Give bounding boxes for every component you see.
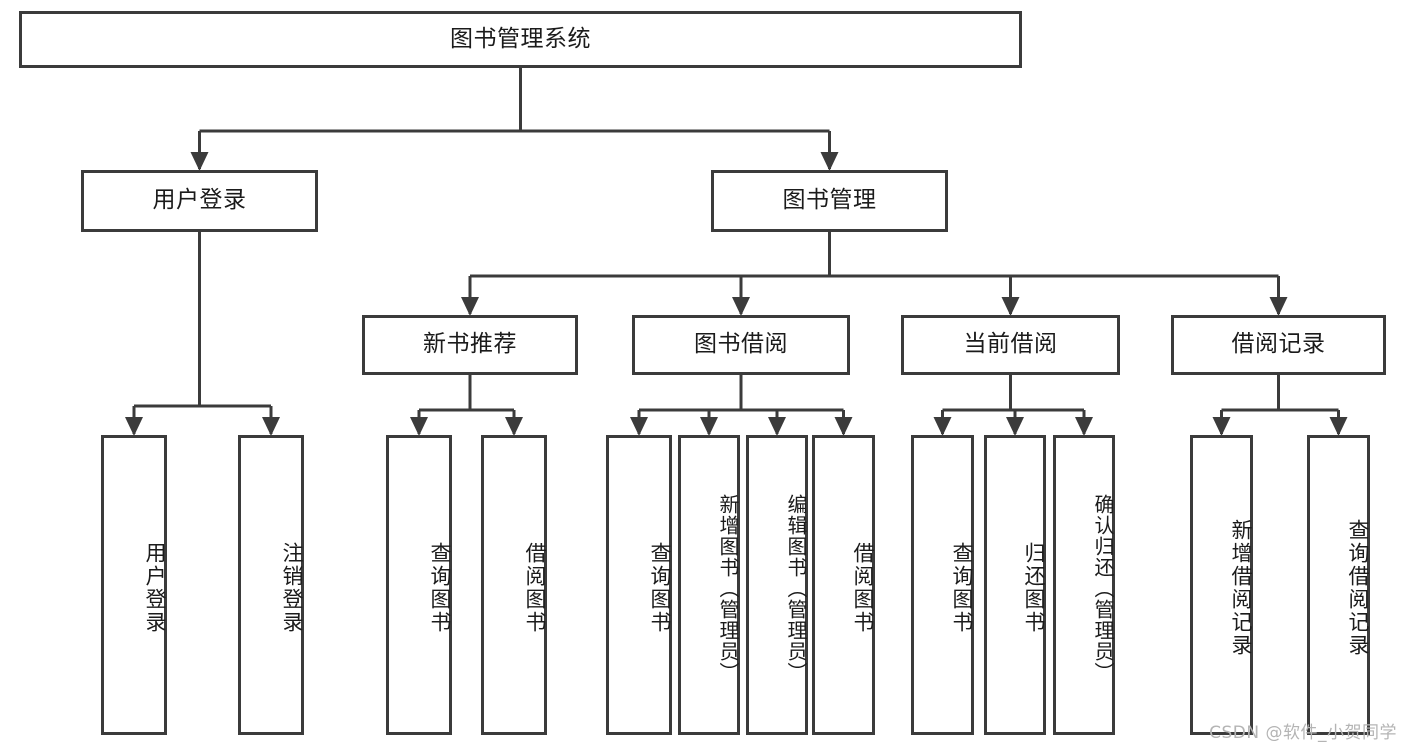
node-box-leaf-query-record[interactable]	[1307, 435, 1370, 735]
node-box-leaf-add-book[interactable]	[678, 435, 740, 735]
arrow-head-leaf-query-record	[1329, 417, 1348, 436]
node-box-leaf-return-book[interactable]	[984, 435, 1046, 735]
arrow-head-borrow-record	[1269, 297, 1288, 316]
watermark-text: CSDN @软件_小贺同学	[1209, 723, 1397, 743]
node-box-leaf-borrow-book-1[interactable]	[481, 435, 547, 735]
arrow-head-leaf-borrow-book-2	[834, 417, 853, 436]
node-box-leaf-add-record[interactable]	[1190, 435, 1253, 735]
arrow-head-leaf-edit-book	[768, 417, 786, 436]
arrow-head-leaf-add-book	[700, 417, 718, 436]
arrow-head-leaf-borrow-book-1	[505, 417, 523, 436]
arrow-head-leaf-query-book-2	[630, 417, 648, 436]
node-box-new-book-recommend[interactable]	[362, 315, 578, 375]
node-box-leaf-query-book-1[interactable]	[386, 435, 452, 735]
arrow-head-leaf-return-book	[1006, 417, 1024, 436]
arrow-head-user-login	[190, 152, 209, 171]
boxes-layer	[19, 11, 1386, 735]
node-box-leaf-confirm-return[interactable]	[1053, 435, 1115, 735]
node-box-leaf-query-book-3[interactable]	[911, 435, 974, 735]
node-box-borrow-record[interactable]	[1171, 315, 1386, 375]
node-box-user-login[interactable]	[81, 170, 318, 232]
node-box-leaf-user-login[interactable]	[101, 435, 167, 735]
node-box-root[interactable]	[19, 11, 1022, 68]
arrow-head-book-manage	[820, 152, 839, 171]
arrow-head-leaf-add-record	[1212, 417, 1231, 436]
arrow-head-current-borrow	[1001, 297, 1020, 316]
node-box-book-borrow[interactable]	[632, 315, 850, 375]
node-box-leaf-logout[interactable]	[238, 435, 304, 735]
node-box-leaf-borrow-book-2[interactable]	[812, 435, 875, 735]
node-box-current-borrow[interactable]	[901, 315, 1120, 375]
arrow-head-book-borrow	[732, 297, 750, 316]
node-box-leaf-query-book-2[interactable]	[606, 435, 672, 735]
arrow-head-leaf-user-login	[125, 417, 143, 436]
node-box-book-manage[interactable]	[711, 170, 948, 232]
arrow-head-leaf-query-book-1	[410, 417, 428, 436]
edges-layer	[125, 68, 1348, 436]
arrow-head-leaf-logout	[262, 417, 280, 436]
arrow-head-leaf-confirm-return	[1075, 417, 1093, 436]
node-box-leaf-edit-book[interactable]	[746, 435, 808, 735]
arrow-head-leaf-query-book-3	[933, 417, 952, 436]
arrow-head-new-book-recommend	[461, 297, 479, 316]
